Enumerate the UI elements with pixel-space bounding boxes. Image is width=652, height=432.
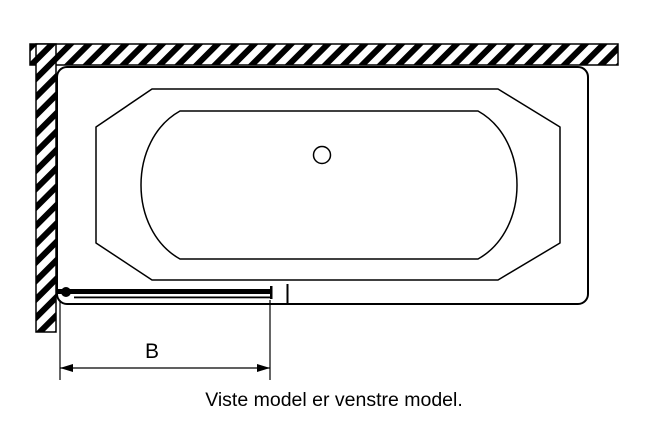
dimension-b: B: [59, 300, 271, 380]
wall-left-hatched: [35, 43, 57, 333]
bathtub: [56, 66, 589, 305]
screen-end-cap: [270, 286, 273, 299]
dimension-arrowhead-left: [60, 364, 73, 372]
dimension-arrowhead-right: [257, 364, 270, 372]
dimension-label-b: B: [145, 340, 159, 363]
caption: Viste model er venstre model.: [205, 389, 463, 411]
wall-top-hatched: [29, 43, 619, 66]
bathtub-basin: [140, 110, 518, 260]
drain: [312, 145, 332, 165]
screen-lower-profile: [74, 296, 272, 299]
screen-glass-panel: [58, 289, 272, 294]
bath-screen: [58, 284, 289, 304]
